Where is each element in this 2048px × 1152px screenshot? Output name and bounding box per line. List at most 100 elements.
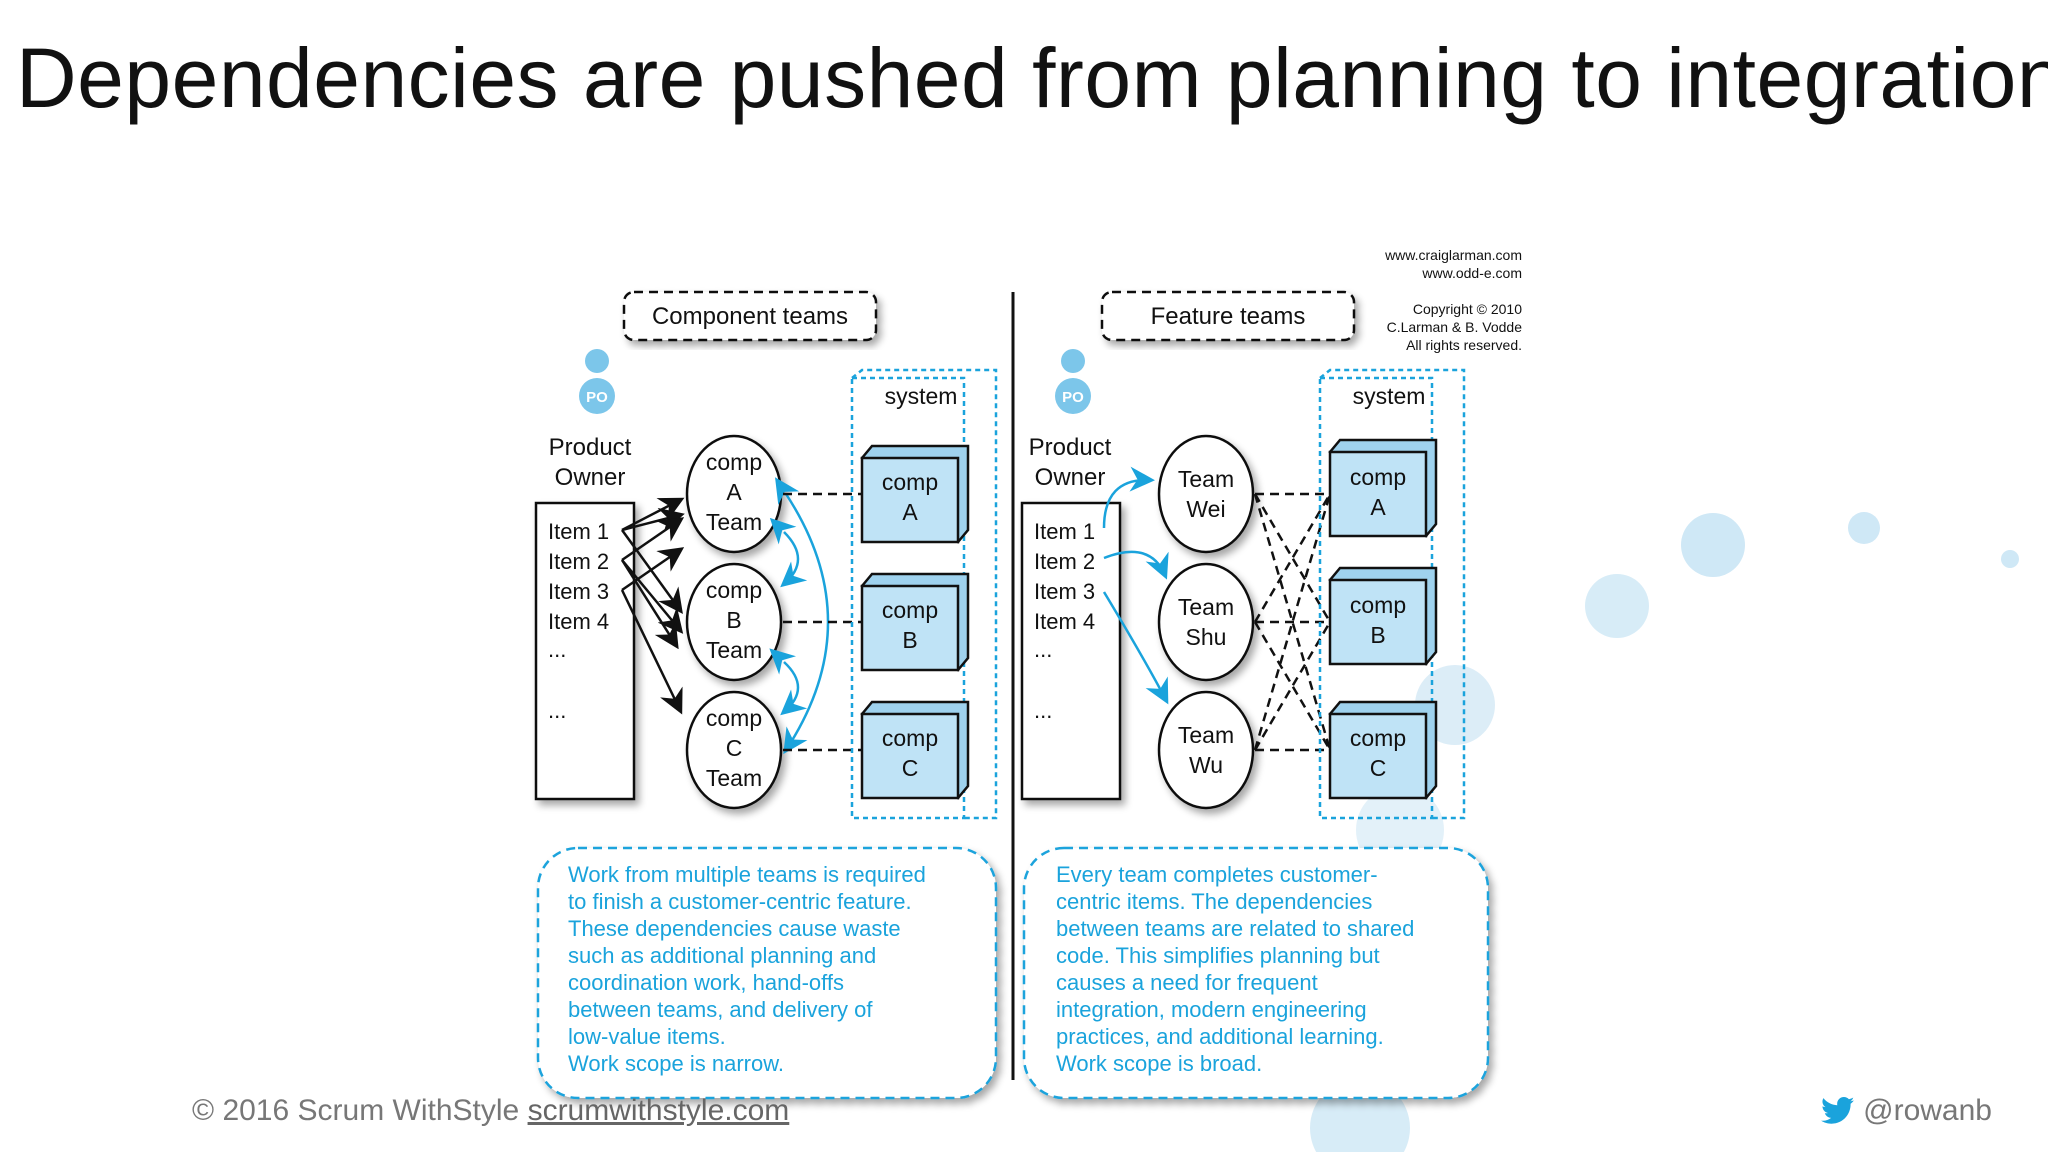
slide-title: Dependencies are pushed from planning to… — [16, 31, 2048, 125]
team-node: comp A Team — [685, 434, 783, 554]
left-note-text: Work from multiple teams is required to … — [568, 862, 926, 1076]
svg-text:B: B — [902, 627, 917, 653]
backlog-box — [1020, 501, 1122, 801]
svg-text:comp: comp — [882, 725, 938, 751]
svg-text:comp: comp — [1350, 464, 1406, 490]
svg-text:Work scope is broad.: Work scope is broad. — [1056, 1051, 1262, 1076]
bubble — [1681, 513, 1745, 577]
backlog-box — [534, 501, 636, 801]
bubble — [1848, 512, 1880, 544]
decorative-bubbles — [1310, 512, 2019, 1152]
team-component-links — [783, 492, 862, 752]
backlog-item: Item 1 — [1034, 519, 1095, 544]
twitter-bird-icon — [1821, 1097, 1855, 1124]
backlog-item: Item 4 — [548, 609, 609, 634]
svg-text:code. This simplifies planning: code. This simplifies planning but — [1056, 943, 1380, 968]
right-heading: Feature teams — [1151, 303, 1306, 330]
svg-text:Shu: Shu — [1186, 624, 1227, 650]
right-heading-box — [1100, 290, 1356, 342]
svg-text:C: C — [726, 735, 743, 761]
svg-text:Wu: Wu — [1189, 752, 1223, 778]
left-panel: Component teams PO Product Owner Item 1 … — [534, 290, 998, 1100]
svg-text:www.craiglarman.com: www.craiglarman.com — [1384, 247, 1522, 263]
svg-text:comp: comp — [706, 705, 762, 731]
po-label-line1: Product — [549, 434, 632, 461]
backlog-item: Item 2 — [548, 549, 609, 574]
svg-text:between teams are related to s: between teams are related to shared — [1056, 916, 1414, 941]
svg-text:Every team completes customer-: Every team completes customer- — [1056, 862, 1378, 887]
component-block: comp A — [860, 444, 970, 544]
svg-text:comp: comp — [706, 449, 762, 475]
team-node: Team Wu — [1157, 690, 1255, 810]
team-node: Team Wei — [1157, 434, 1255, 554]
footer-copyright: © 2016 Scrum WithStyle scrumwithstyle.co… — [192, 1094, 789, 1128]
backlog-item: ... — [548, 637, 566, 662]
right-note-text: Every team completes customer- centric i… — [1056, 862, 1414, 1076]
svg-text:low-value items.: low-value items. — [568, 1024, 726, 1049]
backlog-item: ... — [548, 698, 566, 723]
svg-text:comp: comp — [882, 597, 938, 623]
po-label-line2: Owner — [555, 464, 626, 491]
component-block: comp B — [1328, 566, 1438, 666]
svg-text:comp: comp — [1350, 725, 1406, 751]
team-component-links — [1253, 492, 1332, 752]
item-to-team-arrows — [1102, 466, 1169, 705]
item-to-team-arrows — [620, 497, 685, 715]
footer-link[interactable]: scrumwithstyle.com — [527, 1094, 790, 1127]
svg-text:B: B — [726, 607, 741, 633]
svg-text:Work scope is narrow.: Work scope is narrow. — [568, 1051, 784, 1076]
svg-text:such as additional planning an: such as additional planning and — [568, 943, 876, 968]
po-badge: PO — [586, 389, 608, 406]
twitter-handle[interactable]: @rowanb — [1863, 1094, 1992, 1127]
svg-text:A: A — [1370, 494, 1386, 520]
svg-text:C: C — [1370, 755, 1387, 781]
po-label-line1: Product — [1029, 434, 1112, 461]
svg-text:Team: Team — [706, 509, 762, 535]
left-note-box — [536, 846, 998, 1100]
backlog-item: Item 4 — [1034, 609, 1095, 634]
svg-text:Team: Team — [1178, 594, 1234, 620]
right-note-box — [1022, 846, 1490, 1100]
bubble — [1585, 574, 1649, 638]
svg-text:between teams, and delivery of: between teams, and delivery of — [568, 997, 873, 1022]
backlog-item: Item 3 — [548, 579, 609, 604]
credits: www.craiglarman.com www.odd-e.com Copyri… — [1384, 247, 1522, 353]
svg-text:All rights reserved.: All rights reserved. — [1406, 337, 1522, 353]
system-box — [1318, 376, 1434, 820]
backlog-item: ... — [1034, 637, 1052, 662]
svg-text:practices, and additional lear: practices, and additional learning. — [1056, 1024, 1384, 1049]
system-label: system — [885, 383, 958, 409]
po-badge: PO — [1062, 389, 1084, 406]
component-block: comp C — [1328, 700, 1438, 800]
svg-text:C.Larman & B. Vodde: C.Larman & B. Vodde — [1387, 319, 1523, 335]
left-heading: Component teams — [652, 303, 848, 330]
svg-text:A: A — [726, 479, 742, 505]
svg-text:These dependencies cause waste: These dependencies cause waste — [568, 916, 901, 941]
svg-text:B: B — [1370, 622, 1385, 648]
po-label-line2: Owner — [1035, 464, 1106, 491]
svg-text:comp: comp — [882, 469, 938, 495]
svg-text:integration, modern engineerin: integration, modern engineering — [1056, 997, 1367, 1022]
left-heading-box — [622, 290, 878, 342]
system-label: system — [1353, 383, 1426, 409]
svg-text:Team: Team — [1178, 722, 1234, 748]
svg-text:Team: Team — [706, 637, 762, 663]
backlog-item: Item 1 — [548, 519, 609, 544]
po-person-icon: PO — [1055, 349, 1091, 414]
backlog-item: ... — [1034, 698, 1052, 723]
component-block: comp C — [860, 700, 970, 800]
svg-text:comp: comp — [1350, 592, 1406, 618]
svg-text:to finish a customer-centric f: to finish a customer-centric feature. — [568, 889, 912, 914]
backlog-item: Item 2 — [1034, 549, 1095, 574]
team-node: comp C Team — [685, 690, 783, 810]
svg-text:Team: Team — [1178, 466, 1234, 492]
footer-twitter: @rowanb — [1821, 1094, 1992, 1128]
svg-text:Copyright © 2010: Copyright © 2010 — [1413, 301, 1522, 317]
right-panel: www.craiglarman.com www.odd-e.com Copyri… — [1020, 247, 1522, 1100]
svg-text:causes a need for frequent: causes a need for frequent — [1056, 970, 1318, 995]
component-block: comp A — [1328, 438, 1438, 538]
bubble — [2001, 550, 2019, 568]
svg-text:www.odd-e.com: www.odd-e.com — [1421, 265, 1522, 281]
component-block: comp B — [860, 572, 970, 672]
